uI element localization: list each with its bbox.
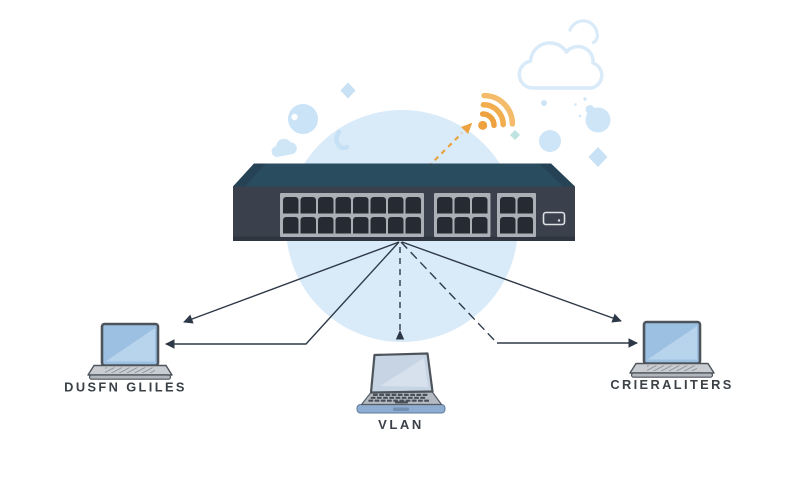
ethernet-port	[335, 217, 351, 234]
switch-top-face	[233, 163, 575, 187]
speck-decoration	[574, 103, 577, 106]
ethernet-port	[283, 197, 299, 214]
laptop-key	[387, 399, 392, 402]
teal-diamond-decoration	[510, 130, 520, 140]
ethernet-port	[283, 217, 299, 234]
laptop-key	[407, 396, 413, 399]
squiggle-decoration	[334, 129, 350, 151]
ethernet-port	[370, 217, 386, 234]
laptop-key	[416, 393, 422, 396]
ethernet-port	[335, 197, 351, 214]
laptop-key	[383, 396, 388, 399]
device-label-left: DUSFN GLILES	[64, 380, 187, 395]
laptop-key	[414, 396, 419, 399]
ethernet-port	[370, 197, 386, 214]
ethernet-port	[388, 217, 404, 234]
laptop-key	[395, 396, 401, 399]
laptop-key	[411, 399, 417, 402]
ethernet-port	[437, 197, 453, 214]
laptop-key	[374, 399, 380, 402]
ethernet-port	[318, 217, 334, 234]
ethernet-port	[300, 217, 316, 234]
ethernet-port	[405, 197, 421, 214]
laptop-trackpad	[395, 401, 408, 404]
laptop-key	[373, 393, 378, 396]
connection-lines	[165, 241, 638, 349]
diamond-decoration	[340, 82, 356, 99]
connection-line-right-diagonal	[401, 241, 622, 323]
ethernet-port	[454, 197, 470, 214]
ethernet-port	[500, 217, 516, 234]
ethernet-port	[300, 197, 316, 214]
switch-right-bevel	[539, 163, 575, 187]
laptop-key	[418, 399, 423, 402]
wifi-arrow	[427, 122, 473, 168]
bubble-highlight	[291, 113, 298, 121]
laptop-right	[628, 320, 716, 379]
up-arrowhead	[395, 330, 405, 340]
device-label-right: CRIERALITERS	[610, 377, 733, 392]
laptop-key	[422, 393, 428, 396]
laptop-key	[368, 399, 374, 402]
ethernet-port	[517, 197, 533, 214]
connection-line-left-elbow	[165, 241, 400, 349]
laptop-key	[401, 396, 407, 399]
device-label-center: VLAN	[378, 417, 424, 432]
ethernet-port	[472, 197, 488, 214]
ethernet-port	[405, 217, 421, 234]
bubble-decoration	[288, 104, 318, 134]
ethernet-port	[437, 217, 453, 234]
network-switch	[233, 163, 575, 241]
ethernet-port	[472, 217, 488, 234]
switch-ports	[280, 193, 536, 237]
status-indicator	[542, 211, 566, 226]
laptop-center	[356, 352, 446, 414]
connection-line-left-diagonal	[183, 241, 400, 324]
ethernet-port	[517, 217, 533, 234]
mini-cloud-icon	[271, 138, 297, 157]
laptop-key	[424, 399, 429, 402]
cloud-icon	[517, 19, 604, 90]
switch-bottom-edge	[233, 236, 575, 241]
dot-decoration	[541, 100, 547, 106]
switch-left-bevel	[233, 163, 266, 187]
laptop-key	[391, 393, 397, 396]
ethernet-port	[318, 197, 334, 214]
laptop-key	[379, 393, 384, 396]
laptop-left	[86, 322, 174, 381]
speck-decoration	[578, 114, 582, 118]
laptop-key	[376, 396, 382, 399]
laptop-key	[404, 393, 409, 396]
laptop-key	[380, 399, 386, 402]
laptop-screen-sheen	[380, 358, 428, 387]
speck-decoration	[583, 97, 587, 101]
blob-decoration	[585, 107, 611, 133]
connection-line-right-elbow-diagonal	[400, 241, 498, 344]
ethernet-port	[388, 197, 404, 214]
ethernet-port	[454, 217, 470, 234]
ethernet-port	[500, 197, 516, 214]
diamond-decoration	[588, 147, 608, 167]
ethernet-port	[353, 197, 369, 214]
laptop-keys	[368, 393, 429, 402]
laptop-key	[389, 396, 395, 399]
ethernet-port	[353, 217, 369, 234]
laptop-key	[410, 393, 415, 396]
bubble-decoration	[539, 130, 561, 152]
laptop-base-notch	[393, 407, 409, 411]
laptop-key	[370, 396, 376, 399]
laptop-key	[420, 396, 426, 399]
laptop-key	[385, 393, 391, 396]
laptop-key	[397, 393, 403, 396]
wifi-icon	[478, 92, 516, 130]
